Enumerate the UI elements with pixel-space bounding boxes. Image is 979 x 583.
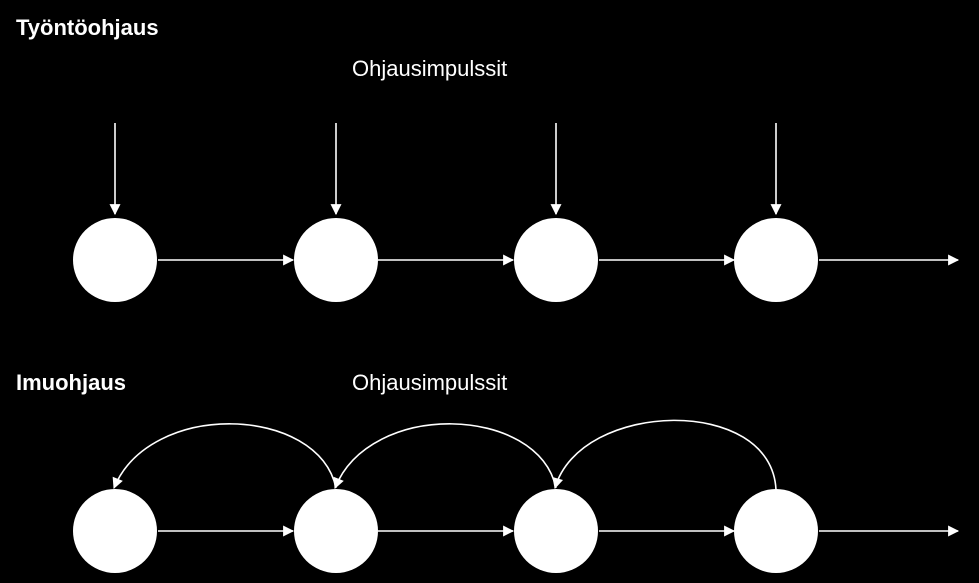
push-control-title: Työntöohjaus	[16, 15, 159, 40]
push-node-1	[73, 218, 157, 302]
pull-impulse-arrow-3	[552, 419, 777, 491]
pull-node-4	[734, 489, 818, 573]
pull-node-3	[514, 489, 598, 573]
push-control-caption: Ohjausimpulssit	[352, 56, 507, 81]
pull-node-2	[294, 489, 378, 573]
pull-control-section: Imuohjaus Ohjausimpulssit	[16, 370, 960, 573]
push-node-4	[734, 218, 818, 302]
pull-impulse-arrow-2	[333, 423, 557, 490]
push-node-2	[294, 218, 378, 302]
push-control-section: Työntöohjaus Ohjausimpulssit	[16, 15, 960, 302]
pull-control-title: Imuohjaus	[16, 370, 126, 395]
pull-impulse-arrow-1	[112, 423, 337, 490]
pull-control-caption: Ohjausimpulssit	[352, 370, 507, 395]
push-node-3	[514, 218, 598, 302]
pull-node-1	[73, 489, 157, 573]
